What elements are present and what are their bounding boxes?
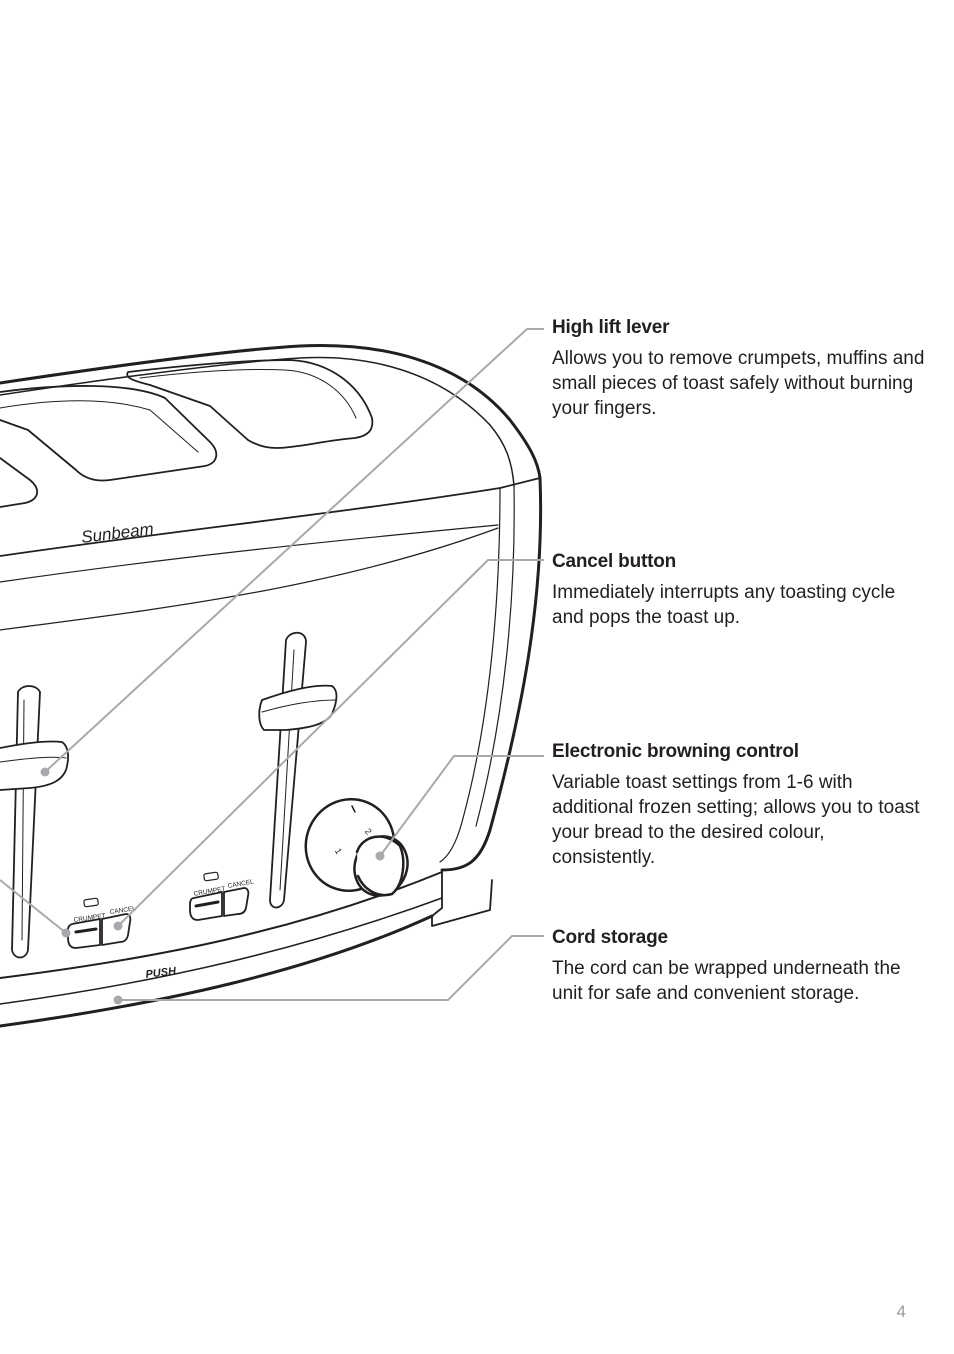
crumpet-label-right: CRUMPET <box>193 885 226 897</box>
dial-mark-1: 1 <box>333 847 344 856</box>
leader-cord-storage <box>118 935 544 1001</box>
browning-dial-knob <box>355 835 405 897</box>
callout-cord-storage: Cord storage The cord can be wrapped und… <box>552 926 932 1006</box>
leader-dot-dial <box>375 851 385 861</box>
high-lift-lever-left <box>0 740 69 791</box>
crumpet-button-left <box>67 918 101 949</box>
leader-dot-cord <box>113 995 123 1005</box>
crumpet-label-left: CRUMPET <box>73 913 106 924</box>
callout-title: Cord storage <box>552 927 668 948</box>
callout-title: Electronic browning control <box>552 741 799 762</box>
crumpet-button-right <box>189 891 223 921</box>
callout-title: Cancel button <box>552 551 677 572</box>
callout-text: Immediately interrupts any toasting cycl… <box>552 582 896 628</box>
callout-title: High lift lever <box>552 317 670 338</box>
leader-high-lift-lever <box>44 328 544 773</box>
push-label: PUSH <box>145 965 178 981</box>
cancel-button-right <box>223 887 250 917</box>
front-bread-slot <box>0 385 218 482</box>
toaster-right-side <box>440 476 543 872</box>
cancel-label-left: CANCEL <box>109 905 136 916</box>
leader-browning-control <box>379 755 544 857</box>
right-lever-slot <box>269 631 307 909</box>
page-number: 4 <box>896 1302 906 1321</box>
callout-text: Variable toast settings from 1-6 with ad… <box>552 772 920 868</box>
left-lever-slot <box>11 685 41 959</box>
leader-dot-lever <box>40 767 50 777</box>
leader-left-edge <box>0 879 67 934</box>
callout-cancel-button: Cancel button Immediately interrupts any… <box>552 550 932 630</box>
leader-cancel-button <box>117 559 544 927</box>
leader-dot-cancel <box>113 921 123 931</box>
callout-browning-control: Electronic browning control Variable toa… <box>552 740 932 870</box>
rear-bread-slot <box>126 359 374 449</box>
callout-text: The cord can be wrapped underneath the u… <box>552 958 901 1004</box>
cancel-label-right: CANCEL <box>227 878 255 890</box>
callout-text: Allows you to remove crumpets, muffins a… <box>552 348 925 419</box>
leader-dot-crumpet <box>61 928 71 938</box>
dial-mark-2: 2 <box>363 826 374 836</box>
toaster-top-outline <box>0 344 542 480</box>
top-panel-edge <box>0 477 541 557</box>
high-lift-lever-right <box>258 684 338 731</box>
brand-logo: Sunbeam <box>80 519 155 547</box>
callout-high-lift-lever: High lift lever Allows you to remove cru… <box>552 316 932 421</box>
